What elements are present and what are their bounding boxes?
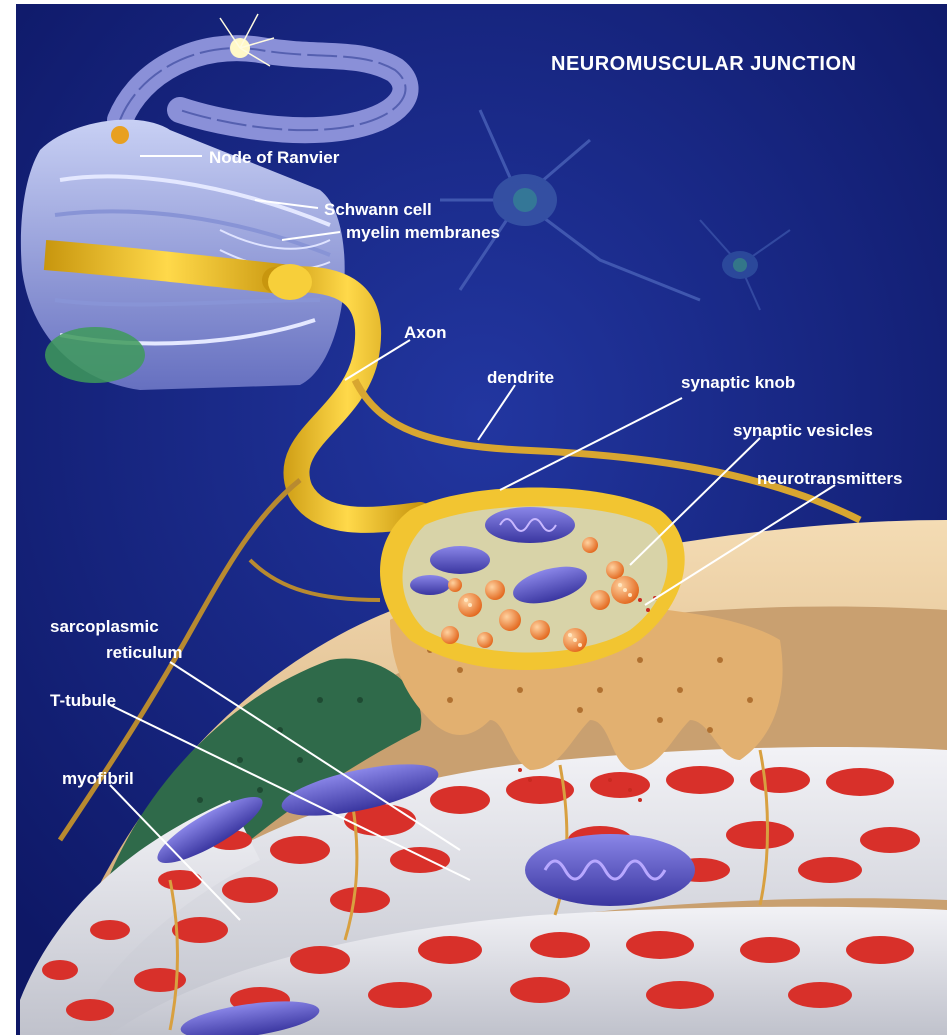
label-myelin-membranes: myelin membranes xyxy=(346,223,500,242)
label-reticulum: reticulum xyxy=(106,643,183,662)
label-dendrite: dendrite xyxy=(487,368,554,387)
diagram-title: NEUROMUSCULAR JUNCTION xyxy=(551,53,856,75)
label-neurotransmitters: neurotransmitters xyxy=(757,469,902,488)
label-myofibril: myofibril xyxy=(62,769,134,788)
label-t-tubule: T-tubule xyxy=(50,691,116,710)
label-node-of-ranvier: Node of Ranvier xyxy=(209,148,340,167)
label-axon: Axon xyxy=(404,323,447,342)
label-schwann-cell: Schwann cell xyxy=(324,200,432,219)
label-synaptic-vesicles: synaptic vesicles xyxy=(733,421,873,440)
label-synaptic-knob: synaptic knob xyxy=(681,373,795,392)
label-sarcoplasmic: sarcoplasmic xyxy=(50,617,159,636)
